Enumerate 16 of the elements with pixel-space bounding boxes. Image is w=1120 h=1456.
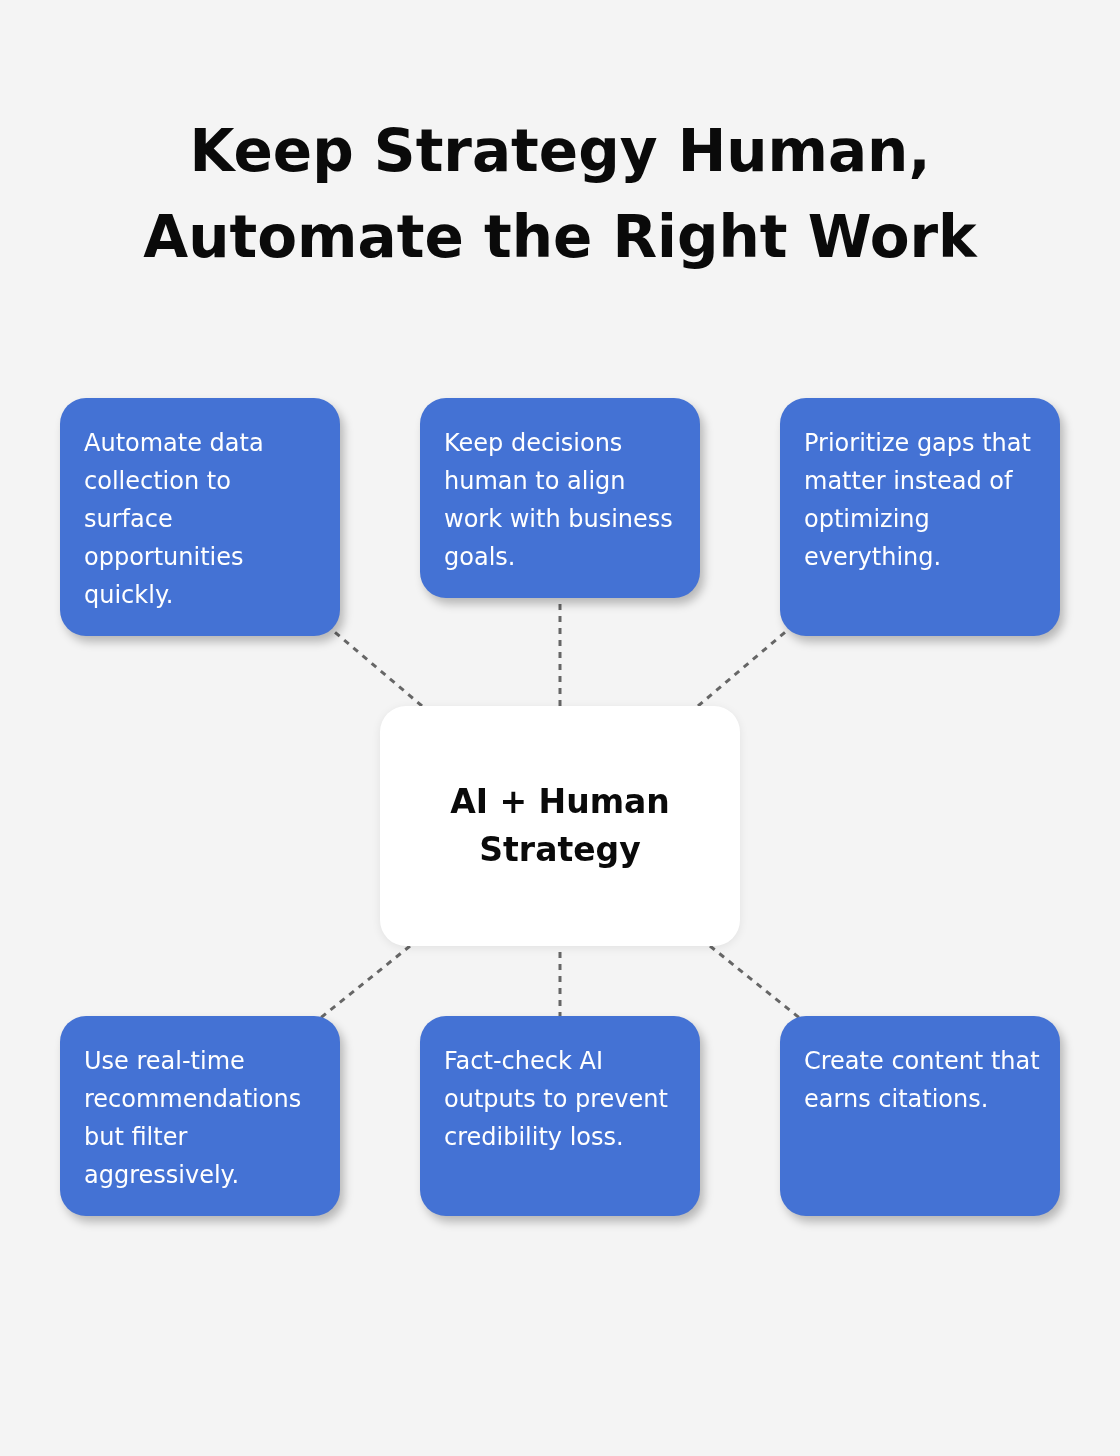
idea-text: Keep decisions human to align work with business goals. (444, 428, 674, 573)
idea-box (60, 1016, 340, 1216)
idea-text: Automate data collection to surface opportunities quickly. (84, 428, 265, 611)
idea-box (420, 398, 700, 598)
idea-box (780, 1016, 1060, 1216)
idea-text: Prioritize gaps that matter instead of optimizing everything. (804, 428, 1032, 573)
topic-text: AI + Human Strategy (449, 781, 671, 871)
idea-text: Create content that earns citations. (804, 1046, 1041, 1115)
idea-box (60, 398, 340, 636)
idea-box (420, 1016, 700, 1216)
central-topic-box (380, 706, 740, 946)
idea-box (780, 398, 1060, 636)
dashed-connector (558, 952, 562, 1016)
title: Keep Strategy Human, Automate the Right Work (142, 116, 979, 273)
idea-text: Fact-check AI outputs to prevent credibility loss. (444, 1046, 669, 1153)
idea-text: Use real-time recommendations but filter aggressively. (84, 1046, 303, 1191)
